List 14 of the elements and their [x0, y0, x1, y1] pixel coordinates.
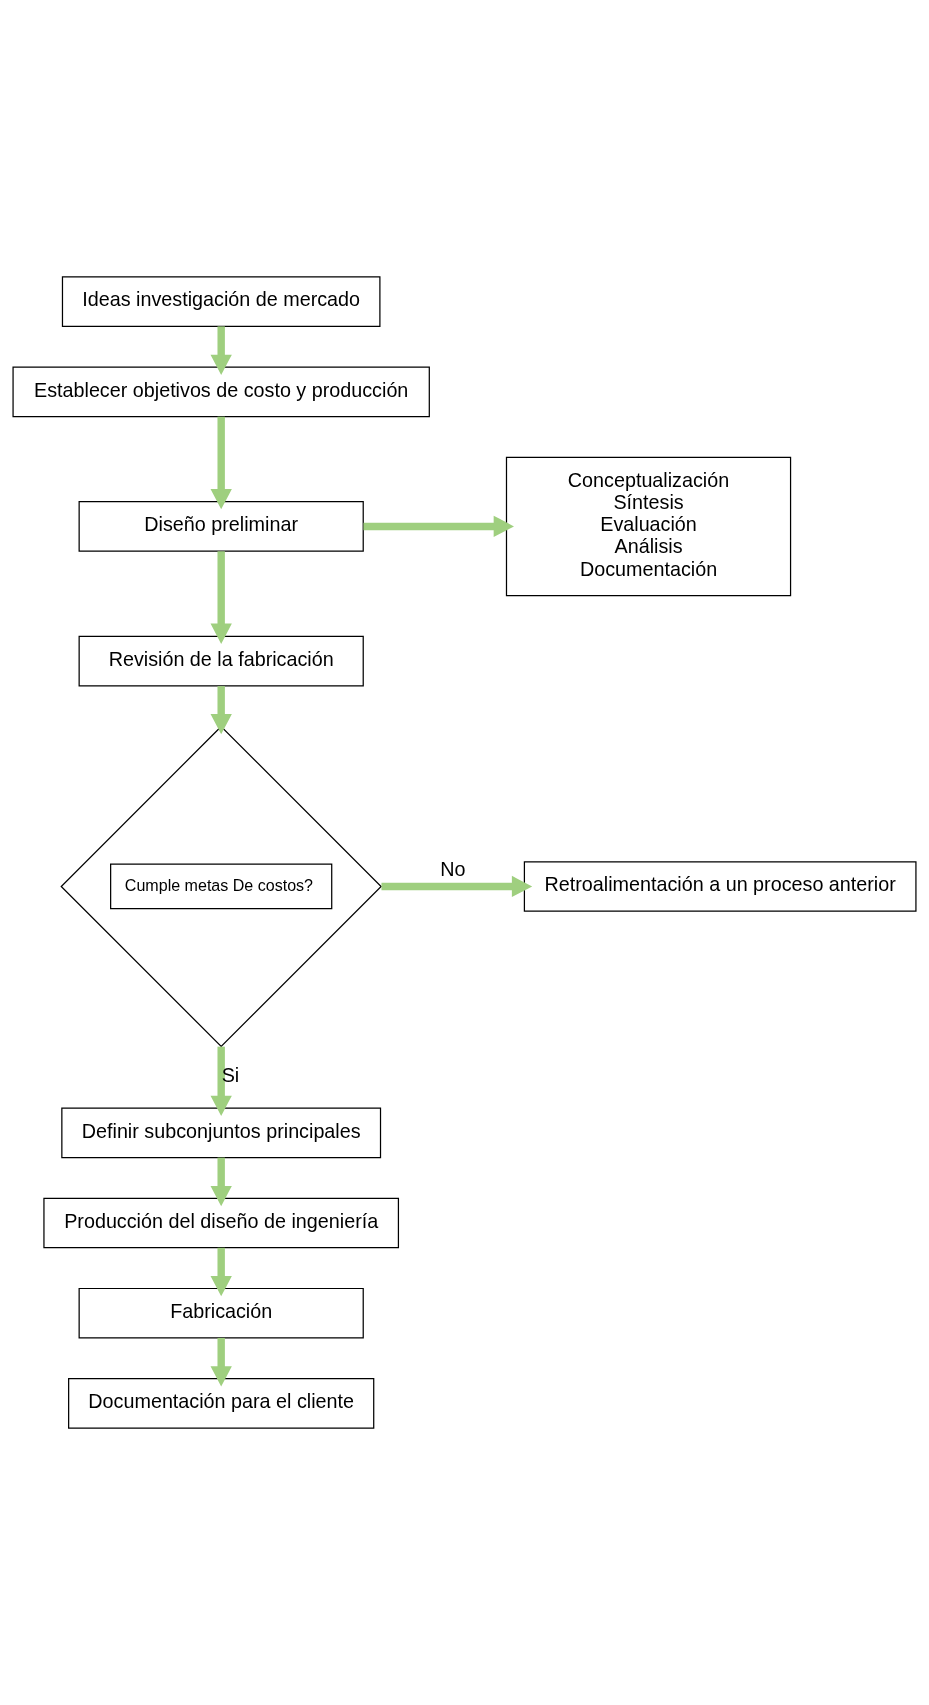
- node-box: Producción del diseño de ingeniería: [43, 1197, 400, 1249]
- arrow: [210, 1337, 232, 1387]
- node-box: Documentación para el cliente: [68, 1378, 375, 1429]
- node-box: Ideas investigación de mercado: [61, 276, 381, 327]
- node-box: Definir subconjuntos principales: [61, 1107, 382, 1159]
- node-box: Diseño preliminar: [78, 501, 364, 552]
- node-box: Retroalimentación a un proceso anterior: [523, 861, 917, 912]
- arrow: [210, 1247, 232, 1297]
- edge-label: No: [440, 858, 466, 881]
- edge-label: Si: [221, 1063, 240, 1086]
- node-box: Conceptualización Síntesis Evaluación Análisis Documentación: [505, 456, 792, 597]
- node-box: Revisión de la fabricación: [78, 635, 364, 687]
- node-box: Fabricación: [78, 1287, 364, 1339]
- node-box: Establecer objetivos de costo y producción: [12, 366, 430, 418]
